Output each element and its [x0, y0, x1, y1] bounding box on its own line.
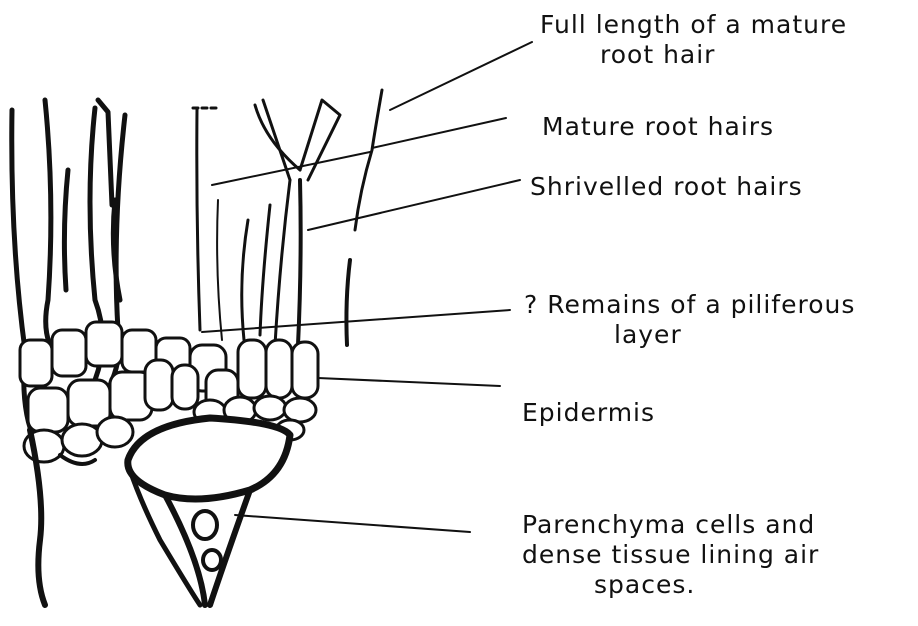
label-piliferous-line2: layer — [524, 320, 855, 350]
central-root-hairs — [193, 90, 382, 345]
label-piliferous-layer: ? Remains of a piliferous layer — [524, 290, 855, 350]
label-full-length-line1: Full length of a mature — [540, 10, 847, 40]
label-parenchyma-line3: spaces. — [522, 570, 819, 600]
label-full-length-line2: root hair — [540, 40, 847, 70]
label-parenchyma-line1: Parenchyma cells and — [522, 510, 819, 540]
label-piliferous-line1: ? Remains of a piliferous — [524, 290, 855, 320]
label-epidermis: Epidermis — [522, 398, 655, 428]
label-shrivelled-root-hairs: Shrivelled root hairs — [530, 172, 803, 202]
label-mature-root-hairs: Mature root hairs — [542, 112, 774, 142]
label-parenchyma: Parenchyma cells and dense tissue lining… — [522, 510, 819, 600]
label-parenchyma-line2: dense tissue lining air — [522, 540, 819, 570]
label-full-length-root-hair: Full length of a mature root hair — [540, 10, 847, 70]
